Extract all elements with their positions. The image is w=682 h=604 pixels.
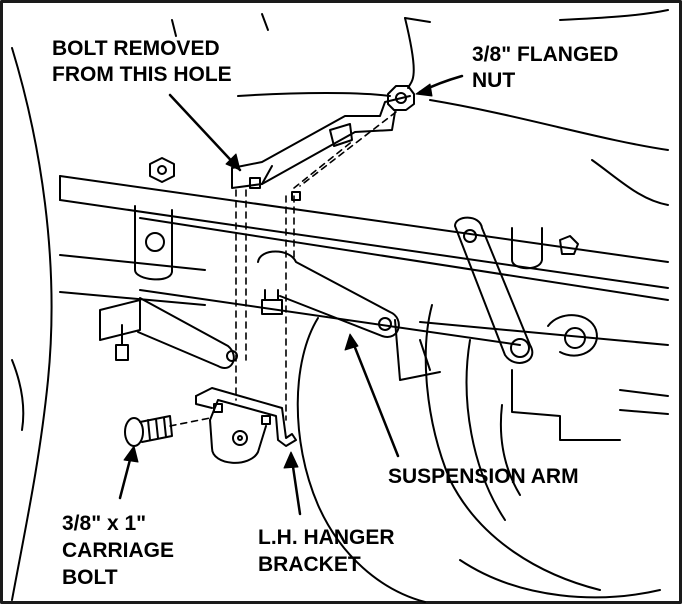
hanger-bracket-label: L.H. HANGER BRACKET (258, 524, 395, 578)
right-shackle (454, 216, 598, 364)
leader-bolt-removed (168, 93, 242, 172)
bolt-removed-label: BOLT REMOVED FROM THIS HOLE (52, 36, 232, 88)
carriage-bolt-art (124, 415, 173, 447)
carriage-bolt-line-3: BOLT (62, 566, 118, 589)
left-lower-arm (137, 297, 238, 369)
flanged-nut-line-2: NUT (472, 69, 516, 92)
top-bracket (231, 95, 411, 189)
suspension-arm-label: SUSPENSION ARM (388, 464, 579, 490)
leader-carriage-bolt (118, 445, 139, 500)
leader-hanger-bracket (283, 451, 302, 516)
hanger-bracket-line-1: L.H. HANGER (258, 526, 395, 549)
hanger-bracket-line-2: BRACKET (258, 553, 361, 576)
bolt-removed-line-2: FROM THIS HOLE (52, 63, 232, 86)
suspension-arm-art (257, 250, 400, 338)
carriage-bolt-label: 3/8" x 1" CARRIAGE BOLT (62, 510, 174, 591)
flanged-nut-line-1: 3/8" FLANGED (472, 43, 619, 66)
bolt-removed-line-1: BOLT REMOVED (52, 37, 220, 60)
carriage-bolt-line-2: CARRIAGE (62, 539, 175, 562)
mower-body (171, 9, 669, 206)
deck-structure (59, 254, 669, 441)
flanged-nut-label: 3/8" FLANGED NUT (472, 42, 618, 94)
left-axle-bracket (99, 205, 173, 361)
front-wheel (11, 47, 53, 601)
bracket-hole (249, 177, 261, 189)
leader-suspension-arm (344, 333, 400, 458)
frame-square-hole (291, 191, 301, 201)
leader-flanged-nut (415, 74, 464, 97)
carriage-bolt-line-1: 3/8" x 1" (62, 512, 147, 535)
flanged-nut (387, 85, 415, 111)
suspension-arm-line-1: SUSPENSION ARM (388, 465, 579, 488)
frame-rail (59, 175, 669, 346)
hanger-bracket-art (195, 387, 297, 464)
frame-nut-left (149, 157, 175, 183)
alignment-lines (169, 111, 397, 427)
